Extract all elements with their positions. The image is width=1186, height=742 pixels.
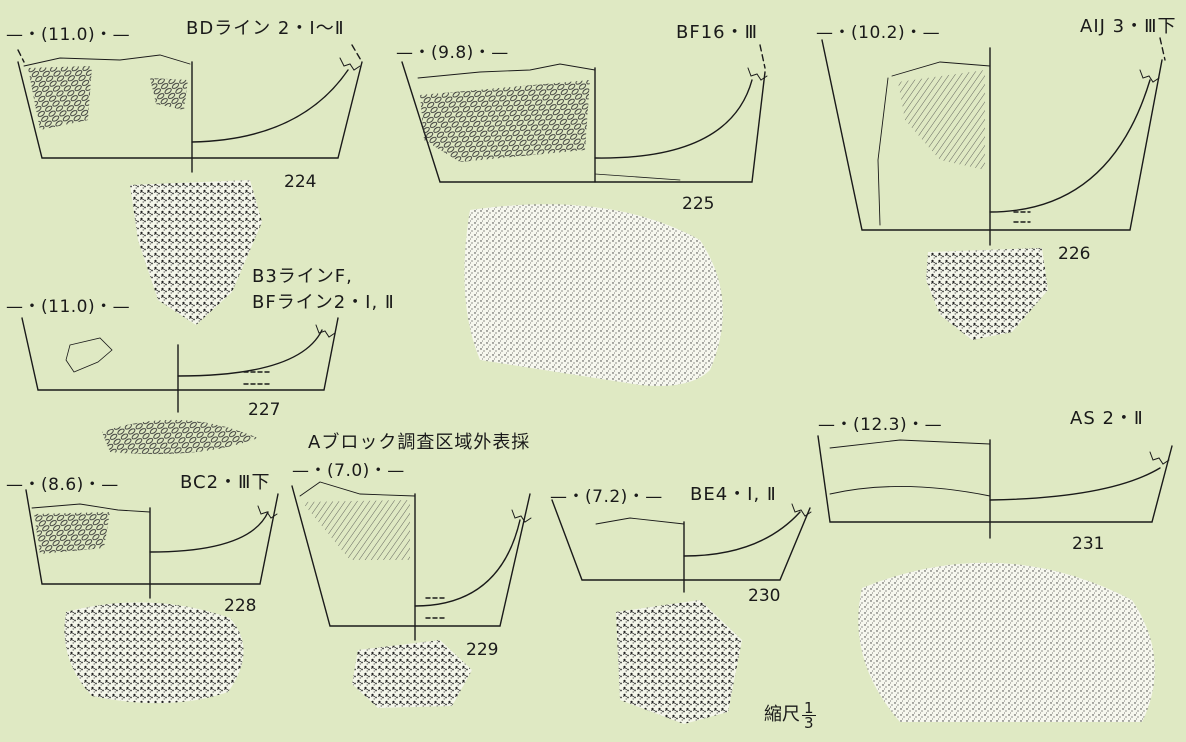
scale-denominator: 3 xyxy=(804,713,814,732)
diameter-228: —・(8.6)・— xyxy=(6,475,119,495)
rubbing-231 xyxy=(858,562,1155,722)
vessel-230 xyxy=(551,499,812,593)
vessel-225 xyxy=(401,44,768,183)
diameter-227: —・(11.0)・— xyxy=(6,297,131,317)
rubbing-226 xyxy=(926,248,1048,340)
number-230: 230 xyxy=(748,586,781,606)
number-225: 225 xyxy=(682,194,715,214)
provenance-227-line1: B3ラインF, xyxy=(252,266,353,287)
provenance-226: AIJ 3・Ⅲ下 xyxy=(1080,16,1177,37)
rubbing-229 xyxy=(352,640,472,708)
scale-numerator: 1 xyxy=(802,698,816,717)
provenance-227-line2: BFライン2・I, Ⅱ xyxy=(252,292,395,313)
diameter-231: —・(12.3)・— xyxy=(818,415,943,435)
number-228: 228 xyxy=(224,596,257,616)
vessel-227 xyxy=(21,317,339,413)
provenance-230: BE4・I, Ⅱ xyxy=(690,484,777,505)
number-224: 224 xyxy=(284,172,317,192)
vessel-228 xyxy=(25,489,279,599)
provenance-224: BDライン 2・I～Ⅱ xyxy=(186,18,345,39)
rubbing-227 xyxy=(102,419,258,455)
number-229: 229 xyxy=(466,640,499,660)
diameter-230: —・(7.2)・— xyxy=(550,487,663,507)
rubbing-228 xyxy=(64,602,244,704)
provenance-225: BF16・Ⅲ xyxy=(676,22,759,43)
rubbing-224 xyxy=(130,180,262,325)
number-226: 226 xyxy=(1058,244,1091,264)
vessel-231 xyxy=(817,435,1173,539)
number-227: 227 xyxy=(248,400,281,420)
provenance-231: AS 2・Ⅱ xyxy=(1070,408,1144,429)
vessel-229 xyxy=(291,481,532,641)
rubbing-230 xyxy=(616,600,742,724)
number-231: 231 xyxy=(1072,534,1105,554)
diameter-229: —・(7.0)・— xyxy=(292,461,405,481)
provenance-228: BC2・Ⅲ下 xyxy=(180,472,271,493)
provenance-229: Aブロック調査区域外表採 xyxy=(308,432,531,453)
diameter-225: —・(9.8)・— xyxy=(396,43,509,63)
vessel-226 xyxy=(821,37,1166,246)
rubbing-225 xyxy=(464,204,723,386)
diameter-226: —・(10.2)・— xyxy=(816,23,941,43)
diameter-224: —・(11.0)・— xyxy=(6,25,131,45)
vessel-224 xyxy=(17,44,363,173)
scale-text: 縮尺 xyxy=(764,704,800,725)
